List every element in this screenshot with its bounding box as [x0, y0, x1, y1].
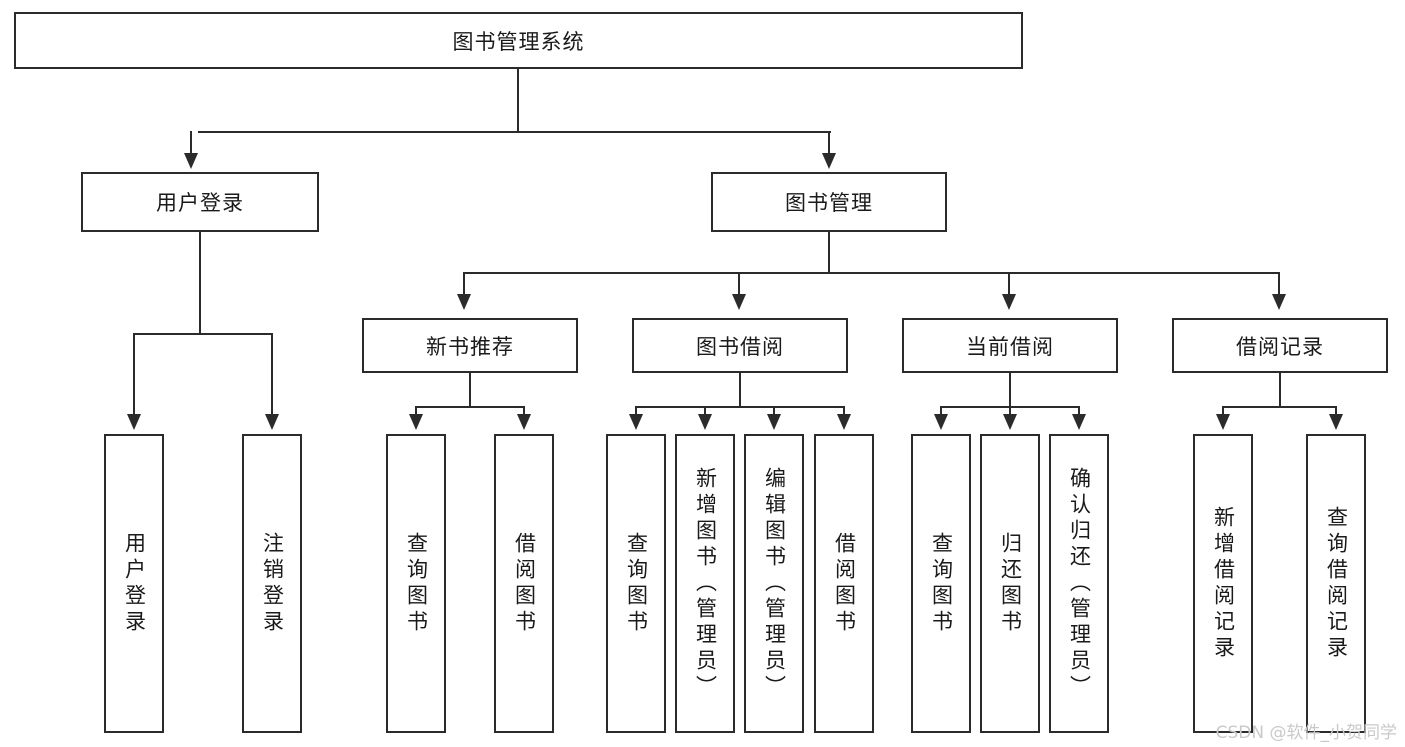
arrow-root-to-user-login	[184, 153, 198, 169]
arrow-book-borrow-to-leaf-3	[767, 414, 781, 430]
node-book-manage-label: 图书管理	[785, 191, 873, 215]
node-leaf-edit-book-label: 编辑图书（管理员）	[762, 466, 787, 701]
node-leaf-query-record[interactable]: 查询借阅记录	[1306, 434, 1366, 733]
arrow-book-borrow-to-leaf-1	[629, 414, 643, 430]
node-root-label: 图书管理系统	[452, 29, 585, 54]
connector-user-login-stem	[199, 232, 201, 334]
connector-user-login-to-leaf-1	[133, 333, 135, 416]
node-current-borrow[interactable]: 当前借阅	[902, 318, 1118, 373]
arrow-current-borrow-to-leaf-2	[1003, 414, 1017, 430]
node-book-borrow-label: 图书借阅	[696, 334, 784, 359]
node-leaf-query-book-3-label: 查询图书	[929, 531, 954, 636]
connector-root-bar	[198, 131, 831, 133]
node-user-login[interactable]: 用户登录	[81, 172, 319, 232]
node-leaf-add-record-label: 新增借阅记录	[1211, 505, 1236, 662]
node-leaf-return-book-label: 归还图书	[998, 531, 1023, 636]
connector-root-to-book-manage	[828, 131, 830, 155]
connector-to-book-borrow	[738, 272, 740, 296]
node-new-book-rec[interactable]: 新书推荐	[362, 318, 578, 373]
node-leaf-query-book-3[interactable]: 查询图书	[911, 434, 971, 733]
node-leaf-borrow-book-1-label: 借阅图书	[512, 531, 537, 636]
arrow-borrow-record-to-leaf-2	[1329, 414, 1343, 430]
connector-borrow-record-to-leaf-2	[1335, 406, 1337, 416]
node-user-login-label: 用户登录	[156, 191, 244, 215]
node-leaf-return-book[interactable]: 归还图书	[980, 434, 1040, 733]
arrow-to-current-borrow	[1002, 294, 1016, 310]
arrow-current-borrow-to-leaf-1	[934, 414, 948, 430]
connector-new-book-rec-to-leaf-2	[523, 406, 525, 416]
node-borrow-record-label: 借阅记录	[1236, 334, 1324, 359]
node-current-borrow-label: 当前借阅	[966, 334, 1054, 359]
connector-book-borrow-to-leaf-2	[704, 406, 706, 416]
connector-user-login-bar	[133, 333, 273, 335]
csdn-watermark: CSDN @软件_小贺同学	[1215, 723, 1397, 743]
node-leaf-borrow-book-2-label: 借阅图书	[832, 531, 857, 636]
node-new-book-rec-label: 新书推荐	[426, 334, 514, 359]
node-leaf-user-login-label: 用户登录	[122, 531, 147, 636]
node-book-manage[interactable]: 图书管理	[711, 172, 947, 232]
node-leaf-user-login[interactable]: 用户登录	[104, 434, 164, 733]
connector-current-borrow-to-leaf-2	[1009, 406, 1011, 416]
connector-book-borrow-stem	[739, 373, 741, 407]
node-leaf-logout-label: 注销登录	[260, 531, 285, 636]
node-leaf-query-book-1-label: 查询图书	[404, 531, 429, 636]
connector-book-manage-bar	[463, 272, 1280, 274]
connector-root-stem	[517, 69, 519, 132]
connector-current-borrow-to-leaf-1	[940, 406, 942, 416]
arrow-current-borrow-to-leaf-3	[1072, 414, 1086, 430]
connector-new-book-rec-stem	[469, 373, 471, 407]
node-leaf-borrow-book-2[interactable]: 借阅图书	[814, 434, 874, 733]
arrow-book-borrow-to-leaf-2	[698, 414, 712, 430]
connector-borrow-record-bar	[1222, 406, 1337, 408]
connector-borrow-record-to-leaf-1	[1222, 406, 1224, 416]
connector-current-borrow-to-leaf-3	[1078, 406, 1080, 416]
node-leaf-add-record[interactable]: 新增借阅记录	[1193, 434, 1253, 733]
connector-new-book-rec-to-leaf-1	[415, 406, 417, 416]
connector-current-borrow-stem	[1009, 373, 1011, 407]
node-leaf-edit-book[interactable]: 编辑图书（管理员）	[744, 434, 804, 733]
node-borrow-record[interactable]: 借阅记录	[1172, 318, 1388, 373]
node-leaf-logout[interactable]: 注销登录	[242, 434, 302, 733]
node-leaf-query-record-label: 查询借阅记录	[1324, 505, 1349, 662]
connector-new-book-rec-bar	[415, 406, 525, 408]
node-book-borrow[interactable]: 图书借阅	[632, 318, 848, 373]
node-leaf-query-book-2-label: 查询图书	[624, 531, 649, 636]
node-root[interactable]: 图书管理系统	[14, 12, 1023, 69]
arrow-book-borrow-to-leaf-4	[837, 414, 851, 430]
connector-book-borrow-bar	[635, 406, 845, 408]
arrow-user-login-to-leaf-1	[127, 414, 141, 430]
arrow-root-to-book-manage	[822, 153, 836, 169]
node-leaf-query-book-2[interactable]: 查询图书	[606, 434, 666, 733]
arrow-user-login-to-leaf-2	[265, 414, 279, 430]
node-leaf-add-book-label: 新增图书（管理员）	[693, 466, 718, 701]
connector-root-to-user-login	[190, 131, 192, 155]
node-leaf-borrow-book-1[interactable]: 借阅图书	[494, 434, 554, 733]
connector-book-borrow-to-leaf-3	[773, 406, 775, 416]
node-leaf-confirm-return[interactable]: 确认归还（管理员）	[1049, 434, 1109, 733]
arrow-new-book-rec-to-leaf-1	[409, 414, 423, 430]
connector-user-login-to-leaf-2	[271, 333, 273, 416]
connector-book-borrow-to-leaf-4	[843, 406, 845, 416]
node-leaf-query-book-1[interactable]: 查询图书	[386, 434, 446, 733]
node-leaf-confirm-return-label: 确认归还（管理员）	[1067, 466, 1092, 701]
connector-book-borrow-to-leaf-1	[635, 406, 637, 416]
connector-to-borrow-record	[1278, 272, 1280, 296]
connector-borrow-record-stem	[1279, 373, 1281, 407]
arrow-to-borrow-record	[1272, 294, 1286, 310]
connector-to-current-borrow	[1008, 272, 1010, 296]
connector-book-manage-stem	[828, 232, 830, 273]
node-leaf-add-book[interactable]: 新增图书（管理员）	[675, 434, 735, 733]
arrow-new-book-rec-to-leaf-2	[517, 414, 531, 430]
arrow-to-book-borrow	[732, 294, 746, 310]
connector-to-new-book-rec	[463, 272, 465, 296]
arrow-to-new-book-rec	[457, 294, 471, 310]
arrow-borrow-record-to-leaf-1	[1216, 414, 1230, 430]
